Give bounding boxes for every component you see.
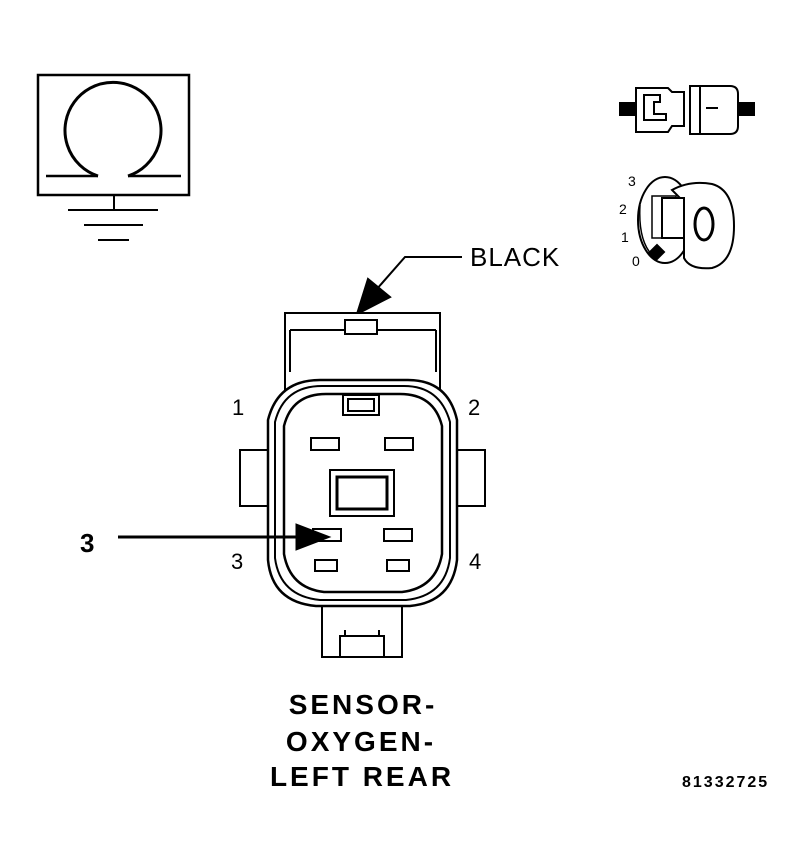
connector-face [239,312,486,658]
cavity-1-label: 1 [232,395,244,420]
ohmmeter-ground-icon [36,73,191,241]
cavity-4-label: 4 [469,549,481,574]
cavity-3-label: 3 [231,549,243,574]
cavity-2-label: 2 [468,395,480,420]
ignition-position-1: 1 [621,229,629,245]
title-line-2: OXYGEN- [286,726,436,757]
callout-number: 3 [80,528,94,558]
ignition-position-0: 0 [632,253,640,269]
figure-id: 81332725 [682,774,769,791]
ignition-position-3: 3 [628,173,636,189]
ignition-key-off-icon [637,176,736,270]
callout-arrow [118,523,332,551]
ignition-position-2: 2 [619,201,627,217]
title-line-1: SENSOR- [289,689,438,720]
title-line-3: LEFT REAR [270,761,454,792]
wire-color-leader [355,256,462,316]
disconnected-connector-icon [619,85,755,135]
wire-color-label: BLACK [470,242,560,272]
